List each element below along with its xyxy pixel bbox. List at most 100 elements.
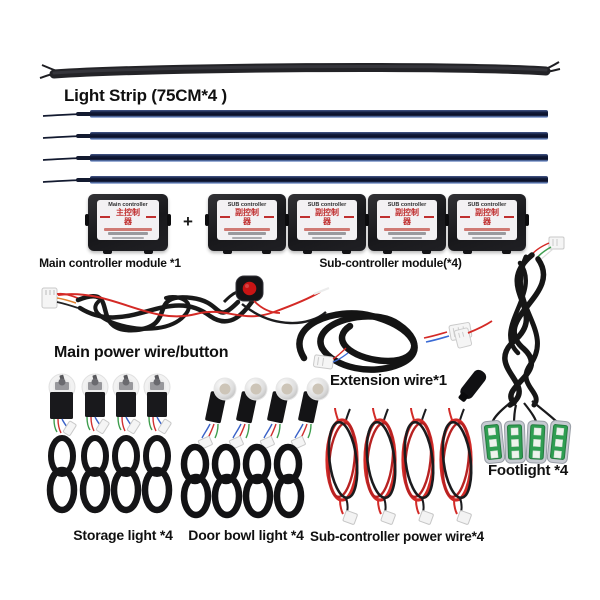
sub-controller-box-3: SUB controller 副控制器 — [365, 194, 449, 254]
fine-print-line — [228, 232, 266, 235]
module-subtitle: 副控制器 — [380, 208, 434, 226]
extension-connector-left — [313, 354, 334, 370]
red-power-wire — [57, 291, 321, 318]
sub-power-wire-4 — [439, 407, 473, 525]
module-title: SUB controller — [307, 202, 347, 208]
light-strip-3 — [42, 154, 548, 162]
fine-print-line — [104, 227, 152, 231]
footlight-barrel — [458, 369, 487, 402]
footlight-module-1 — [480, 420, 506, 464]
module-tab — [445, 214, 449, 226]
storage-unit-3 — [110, 373, 142, 514]
door-bowl-unit-4 — [273, 377, 330, 519]
module-title: SUB controller — [467, 202, 507, 208]
footlight-wire-bundle — [502, 252, 547, 408]
sub-controller-sticker: SUB controller 副控制器 — [457, 200, 517, 240]
fine-print-line — [224, 227, 270, 231]
fine-print-line — [384, 227, 430, 231]
plus-sign: + — [183, 212, 193, 231]
main-controller-sticker: Main controller 主控制器 — [97, 200, 159, 240]
module-tab — [525, 214, 529, 226]
module-subtitle: 副控制器 — [220, 208, 274, 226]
storage-unit-4 — [141, 373, 173, 514]
sub-power-wire-label: Sub-controller power wire*4 — [310, 529, 484, 544]
door-bowl-light-photo — [180, 377, 330, 519]
fine-print-line — [108, 232, 148, 235]
sub-controller-box-2: SUB controller 副控制器 — [285, 194, 369, 254]
footlight-module-4 — [546, 420, 572, 464]
footlight-module-2 — [503, 420, 527, 464]
fine-print-line — [464, 227, 510, 231]
door-bowl-unit-2 — [211, 377, 268, 519]
sub-power-wire-3 — [401, 407, 435, 525]
module-foot — [223, 250, 232, 254]
module-tab — [85, 214, 89, 226]
module-tab — [285, 214, 289, 226]
module-subtitle: 主控制器 — [100, 208, 156, 226]
sub-controller-sticker: SUB controller 副控制器 — [377, 200, 437, 240]
fine-print-line — [388, 232, 426, 235]
module-title: SUB controller — [387, 202, 427, 208]
light-strip-2 — [42, 132, 548, 140]
module-tab — [365, 214, 369, 226]
module-title: Main controller — [108, 202, 148, 208]
main-power-wire-photo — [41, 275, 330, 333]
footlight-fan-wires — [490, 400, 559, 426]
sub-controller-sticker: SUB controller 副控制器 — [297, 200, 357, 240]
module-foot — [103, 250, 112, 254]
sub-controller-sticker: SUB controller 副控制器 — [217, 200, 277, 240]
sub-power-wire-1 — [325, 407, 359, 525]
footlight-label: Footlight *4 — [487, 462, 569, 479]
main-controller-box: Main controller 主控制器 — [85, 194, 171, 254]
module-foot — [422, 250, 431, 254]
power-connector — [41, 287, 58, 309]
module-foot — [463, 250, 472, 254]
fine-print-line — [232, 236, 262, 239]
storage-light-label: Storage light *4 — [73, 527, 173, 543]
module-title: SUB controller — [227, 202, 267, 208]
sub-power-wire-2 — [363, 407, 397, 525]
light-strip-label: Light Strip (75CM*4 ) — [64, 86, 227, 105]
footlight-side-connector — [453, 327, 473, 349]
module-foot — [342, 250, 351, 254]
door-bowl-light-label: Door bowl light *4 — [188, 527, 304, 543]
module-foot — [303, 250, 312, 254]
main-power-label: Main power wire/button — [54, 344, 229, 361]
light-strip-1 — [42, 110, 548, 118]
module-foot — [144, 250, 153, 254]
main-controller-label: Main controller module *1 — [39, 256, 181, 270]
fine-print-line — [468, 232, 506, 235]
light-strips — [42, 110, 548, 184]
fine-print-line — [304, 227, 350, 231]
extension-wire-label: Extension wire*1 — [330, 372, 447, 389]
sub-controller-label: Sub-controller module(*4) — [319, 256, 462, 270]
module-subtitle: 副控制器 — [300, 208, 354, 226]
sub-controller-box-4: SUB controller 副控制器 — [445, 194, 529, 254]
black-wire-coil — [75, 293, 259, 333]
sub-controller-box-1: SUB controller 副控制器 — [205, 194, 289, 254]
light-strip-bar — [39, 61, 561, 79]
footlight-photo — [453, 236, 572, 464]
module-foot — [502, 250, 511, 254]
light-strip-4 — [42, 176, 548, 184]
storage-unit-2 — [79, 373, 111, 514]
fine-print-line — [112, 236, 144, 239]
sub-power-wire-photo — [325, 407, 473, 525]
fine-print-line — [472, 236, 502, 239]
door-bowl-unit-1 — [180, 377, 237, 519]
power-button — [235, 275, 281, 314]
extension-coil — [296, 310, 418, 373]
module-tab — [167, 214, 171, 226]
module-foot — [262, 250, 271, 254]
module-subtitle: 副控制器 — [460, 208, 514, 226]
module-tab — [205, 214, 209, 226]
fine-print-line — [392, 236, 422, 239]
door-bowl-unit-3 — [242, 377, 299, 519]
storage-light-photo — [46, 373, 173, 514]
fine-print-line — [312, 236, 342, 239]
module-foot — [383, 250, 392, 254]
storage-unit-1 — [46, 373, 78, 514]
fine-print-line — [308, 232, 346, 235]
footlight-module-3 — [525, 420, 549, 464]
